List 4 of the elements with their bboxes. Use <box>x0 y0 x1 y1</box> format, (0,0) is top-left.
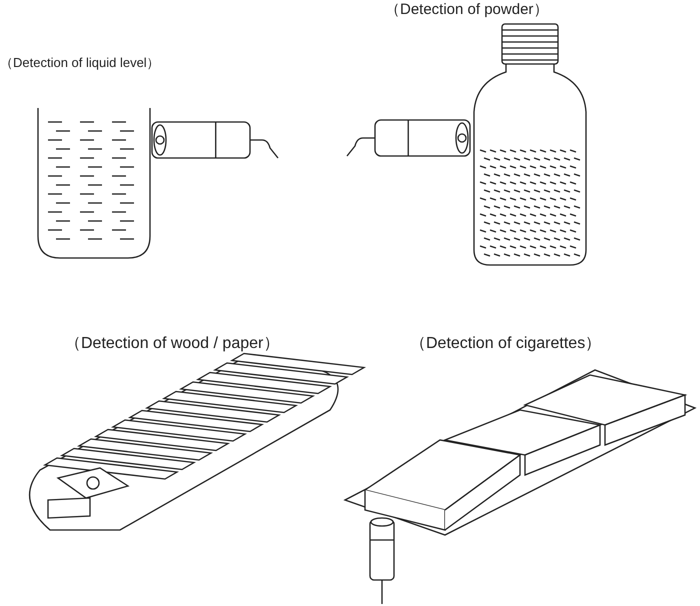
caption: （Detection of liquid level） <box>0 54 160 72</box>
caption: （Detection of cigarettes） <box>410 334 602 354</box>
caption: （Detection of wood / paper） <box>65 334 280 354</box>
caption: （Detection of powder） <box>385 0 548 19</box>
